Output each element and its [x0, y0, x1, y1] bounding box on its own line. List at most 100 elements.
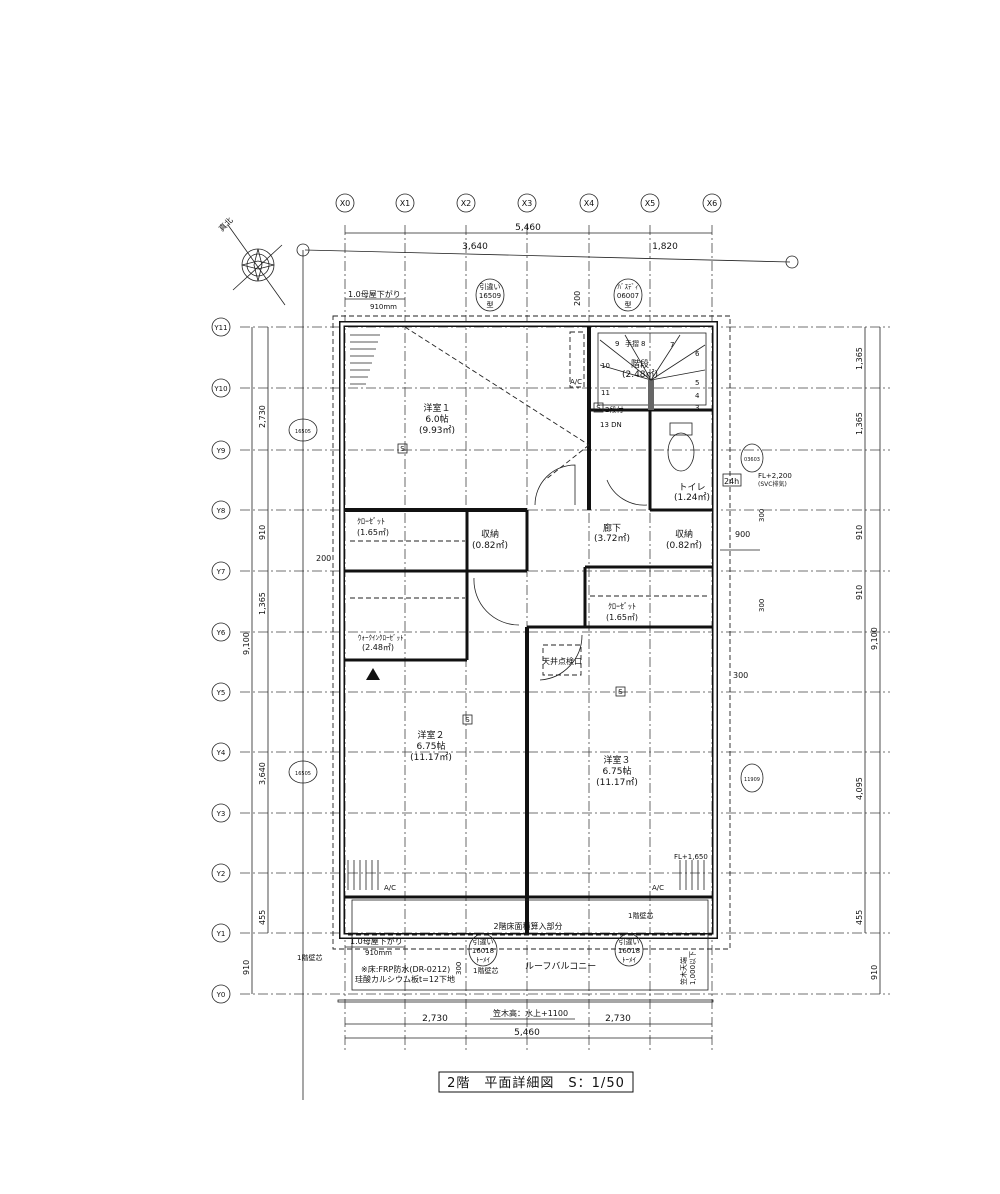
axis-bubble-y10: Y10 [211, 378, 231, 398]
svg-text:1,365: 1,365 [258, 592, 267, 615]
svg-text:16018: 16018 [472, 947, 494, 955]
svg-text:収納: 収納 [481, 528, 499, 540]
svg-text:手摺: 手摺 [625, 339, 639, 348]
svg-text:9,100: 9,100 [870, 627, 879, 650]
svg-text:(0.82㎡): (0.82㎡) [666, 540, 702, 551]
svg-text:4: 4 [695, 392, 700, 400]
axis-bubble-y0: Y0 [211, 984, 231, 1004]
svg-text:200: 200 [316, 554, 331, 563]
window-tag: 16505 [288, 418, 318, 442]
svg-text:X6: X6 [707, 199, 718, 208]
svg-text:Y11: Y11 [213, 324, 227, 332]
svg-text:A/C: A/C [652, 884, 664, 892]
axis-bubble-y4: Y4 [211, 742, 231, 762]
svg-text:収納: 収納 [675, 528, 693, 540]
svg-text:天井点検口: 天井点検口 [542, 656, 582, 666]
svg-text:1,365: 1,365 [855, 347, 864, 370]
left-dimensions: 2,730 910 1,365 9,100 3,640 455 910 200 [242, 327, 331, 994]
svg-text:9,100: 9,100 [242, 632, 251, 655]
svg-text:Y3: Y3 [216, 810, 226, 818]
svg-text:1,365: 1,365 [855, 412, 864, 435]
svg-text:1階壁芯: 1階壁芯 [473, 966, 498, 975]
svg-text:1.0母屋下がり: 1.0母屋下がり [348, 289, 401, 299]
drawing-title: 2階 平面詳細図 S：1/50 [438, 1071, 634, 1093]
walls [339, 321, 718, 939]
annotations: S S S S A/C 24h FL+2,200 (SVC排気) FL+1,65… [384, 331, 792, 892]
stair: 3 4 5 6 7 8 9 10 11 手摺 階段 (2.48㎡) 2段付 13… [404, 326, 707, 481]
svg-text:16505: 16505 [295, 771, 311, 777]
axis-bubble-x4: X4 [579, 193, 599, 213]
svg-text:廊下: 廊下 [603, 522, 621, 534]
svg-text:11: 11 [601, 389, 610, 397]
walk-in-closet: ｳｫｰｸｲﾝｸﾛｰｾﾞｯﾄ(2.48㎡) [358, 634, 404, 652]
svg-text:06007: 06007 [617, 292, 639, 300]
axis-bubble-y3: Y3 [211, 803, 231, 823]
svg-text:ﾄｰﾒｲ: ﾄｰﾒｲ [476, 956, 490, 964]
svg-text:2階 平面詳細図 S：1/50: 2階 平面詳細図 S：1/50 [447, 1075, 625, 1091]
storage-2: 収納(0.82㎡) [666, 528, 702, 551]
svg-text:Y6: Y6 [216, 629, 226, 637]
svg-text:Y8: Y8 [216, 507, 226, 515]
svg-text:(11.17㎡): (11.17㎡) [410, 752, 452, 763]
svg-text:S: S [596, 404, 601, 412]
eave-outline [332, 315, 731, 950]
svg-text:16018: 16018 [618, 947, 640, 955]
svg-text:4,095: 4,095 [855, 777, 864, 800]
svg-text:900: 900 [735, 530, 750, 539]
svg-text:笠木天端: 笠木天端 [679, 957, 688, 985]
svg-text:455: 455 [258, 910, 267, 925]
axis-bubble-x6: X6 [702, 193, 722, 213]
svg-text:5,460: 5,460 [514, 1028, 540, 1038]
svg-text:24h: 24h [724, 477, 739, 486]
toilet-fixture-icon [667, 422, 695, 472]
svg-text:Y5: Y5 [216, 689, 226, 697]
svg-text:ｸﾛｰｾﾞｯﾄ: ｸﾛｰｾﾞｯﾄ [608, 602, 636, 611]
axis-bubble-y6: Y6 [211, 622, 231, 642]
svg-text:2階床面積算入部分: 2階床面積算入部分 [493, 921, 562, 931]
svg-text:洋室３: 洋室３ [603, 754, 630, 766]
svg-text:300: 300 [758, 509, 766, 522]
axis-bubble-x1: X1 [395, 193, 415, 213]
svg-text:ﾄｰﾒｲ: ﾄｰﾒｲ [622, 956, 636, 964]
axis-bubble-y1: Y1 [211, 923, 231, 943]
svg-text:2,730: 2,730 [605, 1014, 631, 1024]
svg-text:200: 200 [573, 291, 582, 306]
north-compass-icon: 真北 [216, 215, 286, 306]
svg-text:笠木高：水上+1100: 笠木高：水上+1100 [493, 1008, 568, 1018]
window-tag: 11909 [740, 763, 764, 793]
svg-text:910: 910 [855, 525, 864, 540]
hallway: 廊下(3.72㎡) [594, 522, 630, 544]
svg-text:3,640: 3,640 [258, 762, 267, 785]
svg-text:ｸﾛｰｾﾞｯﾄ: ｸﾛｰｾﾞｯﾄ [357, 517, 385, 526]
svg-text:7: 7 [670, 341, 674, 349]
top-dimensions: 5,460 3,640 1,820 1.0母屋下がり 910mm 200 [345, 223, 712, 311]
svg-text:型: 型 [625, 300, 632, 309]
svg-text:X4: X4 [584, 199, 595, 208]
closet-1: ｸﾛｰｾﾞｯﾄ(1.65㎡) [357, 517, 389, 537]
svg-text:2,730: 2,730 [258, 405, 267, 428]
svg-text:(2.48㎡): (2.48㎡) [622, 369, 658, 380]
svg-text:Y1: Y1 [216, 930, 226, 938]
svg-text:300: 300 [758, 599, 766, 612]
svg-text:3: 3 [695, 404, 699, 412]
svg-text:03603: 03603 [744, 457, 760, 463]
x-axis-labels: X0 X1 X2 X3 X4 X5 X6 [335, 193, 722, 213]
axis-bubble-y8: Y8 [211, 500, 231, 520]
axis-bubble-x5: X5 [640, 193, 660, 213]
window-tag: 03603 [740, 443, 764, 473]
svg-text:(11.17㎡): (11.17㎡) [596, 777, 638, 788]
svg-text:910mm: 910mm [365, 949, 392, 957]
svg-text:300: 300 [455, 962, 463, 975]
axis-bubble-x3: X3 [517, 193, 537, 213]
svg-text:16505: 16505 [295, 429, 311, 435]
svg-text:X1: X1 [400, 199, 411, 208]
axis-bubble-y9: Y9 [211, 440, 231, 460]
svg-text:S: S [400, 445, 405, 453]
svg-text:910mm: 910mm [370, 303, 397, 311]
